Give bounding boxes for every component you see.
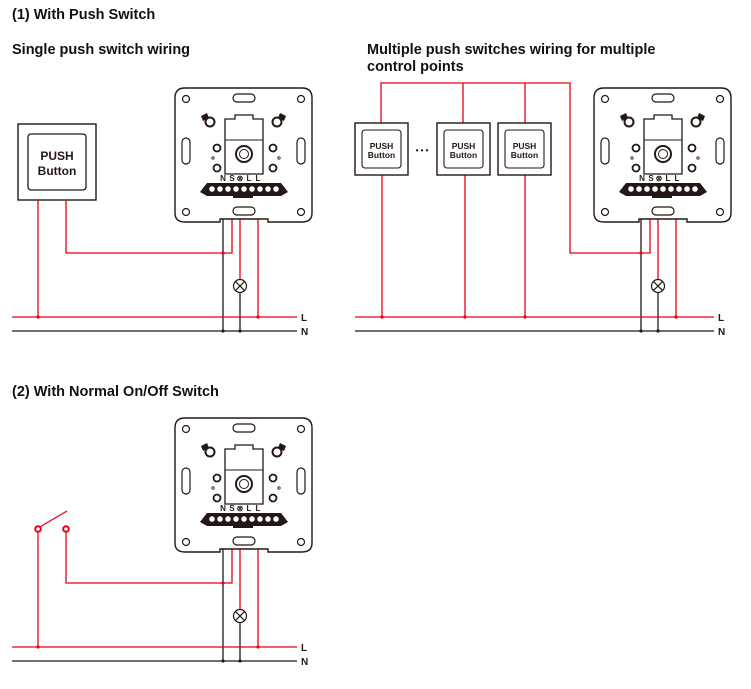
push-label: PUSH [513, 141, 537, 151]
terminal-label: S [229, 504, 235, 513]
neutral-label: N [301, 327, 308, 338]
clamp-screw-icon [620, 113, 635, 128]
terminal-block [200, 513, 288, 528]
terminal-label: N [639, 174, 645, 183]
terminal-label: L [247, 174, 252, 183]
push-label: PUSH [370, 141, 394, 151]
lamp-icon [650, 278, 666, 294]
push-button: PUSH Button [17, 123, 97, 201]
mount-slot [651, 206, 675, 216]
push-button-key [361, 129, 402, 169]
mount-slot [232, 206, 256, 216]
single-wiring-title: Single push switch wiring [12, 42, 191, 58]
push-button-key [443, 129, 484, 169]
mount-hole [296, 94, 306, 104]
terminal-label: S [648, 174, 654, 183]
lamp-icon [232, 608, 248, 624]
push-button-2: PUSH Button [436, 122, 491, 176]
mount-hole [715, 94, 725, 104]
button-label: Button [450, 150, 477, 160]
terminal-label: ⊗ [237, 174, 244, 183]
mount-slot [600, 137, 610, 165]
live-label: L [301, 643, 307, 654]
push-button-1: PUSH Button [354, 122, 409, 176]
live-label: L [718, 313, 724, 324]
button-label: Button [511, 150, 538, 160]
push-label: PUSH [452, 141, 476, 151]
clamp-screw-icon [271, 113, 286, 128]
mount-hole [296, 207, 306, 217]
mount-hole [181, 94, 191, 104]
live-label: L [301, 313, 307, 324]
terminal-label: ⊗ [237, 504, 244, 513]
mount-slot [651, 93, 675, 103]
mount-hole [181, 207, 191, 217]
multiple-wiring-title-line2: control points [367, 59, 464, 75]
section1-title: (1) With Push Switch [12, 7, 156, 23]
mount-hole [181, 424, 191, 434]
on-off-switch-icon [34, 510, 70, 533]
push-label: PUSH [40, 149, 73, 163]
multiple-wiring-title-line1: Multiple push switches wiring for multip… [367, 42, 656, 58]
mount-slot [181, 137, 191, 165]
terminal-label: L [247, 504, 252, 513]
dimmer-body [224, 114, 264, 175]
mount-hole [600, 207, 610, 217]
neutral-label: N [718, 327, 725, 338]
terminal-label: N [220, 504, 226, 513]
terminal-label: ⊗ [656, 174, 663, 183]
mount-slot [715, 137, 725, 165]
push-button-3: PUSH Button [497, 122, 552, 176]
multiple-push-wiring: PUSH Button PUSH Button PUSH Button • • … [354, 82, 732, 338]
dimmer-knob-icon [235, 145, 253, 163]
dimmer-body [643, 114, 683, 175]
lamp-icon [232, 278, 248, 294]
dimmer-body [224, 444, 264, 505]
terminal-block [200, 183, 288, 198]
clamp-screw-icon [201, 113, 216, 128]
wire-buttons-to-live [381, 175, 526, 317]
wire-buttons-common [462, 83, 526, 123]
terminal-label: L [675, 174, 680, 183]
mount-hole [181, 537, 191, 547]
terminal-label: L [256, 504, 261, 513]
push-button-key [504, 129, 545, 169]
mount-slot [181, 467, 191, 495]
mount-slot [296, 137, 306, 165]
mount-hole [600, 94, 610, 104]
mount-slot [232, 536, 256, 546]
mount-slot [232, 93, 256, 103]
mount-slot [296, 467, 306, 495]
clamp-screw-icon [271, 443, 286, 458]
terminal-label: L [256, 174, 261, 183]
dimmer-knob-icon [654, 145, 672, 163]
terminal-block [619, 183, 707, 198]
section2-title: (2) With Normal On/Off Switch [12, 384, 219, 400]
terminal-label: S [229, 174, 235, 183]
mount-slot [232, 423, 256, 433]
more-buttons-ellipsis: • • • [416, 146, 429, 155]
button-label: Button [368, 150, 395, 160]
wire-buttons-common-to-s [380, 82, 651, 254]
clamp-screw-icon [201, 443, 216, 458]
terminal-label: L [666, 174, 671, 183]
mount-hole [296, 537, 306, 547]
terminal-label: N [220, 174, 226, 183]
single-push-wiring: PUSH Button L N [12, 87, 313, 338]
mount-hole [715, 207, 725, 217]
mount-hole [296, 424, 306, 434]
clamp-screw-icon [690, 113, 705, 128]
push-button-key [27, 133, 87, 191]
neutral-label: N [301, 657, 308, 668]
dimmer-knob-icon [235, 475, 253, 493]
button-label: Button [38, 164, 77, 178]
